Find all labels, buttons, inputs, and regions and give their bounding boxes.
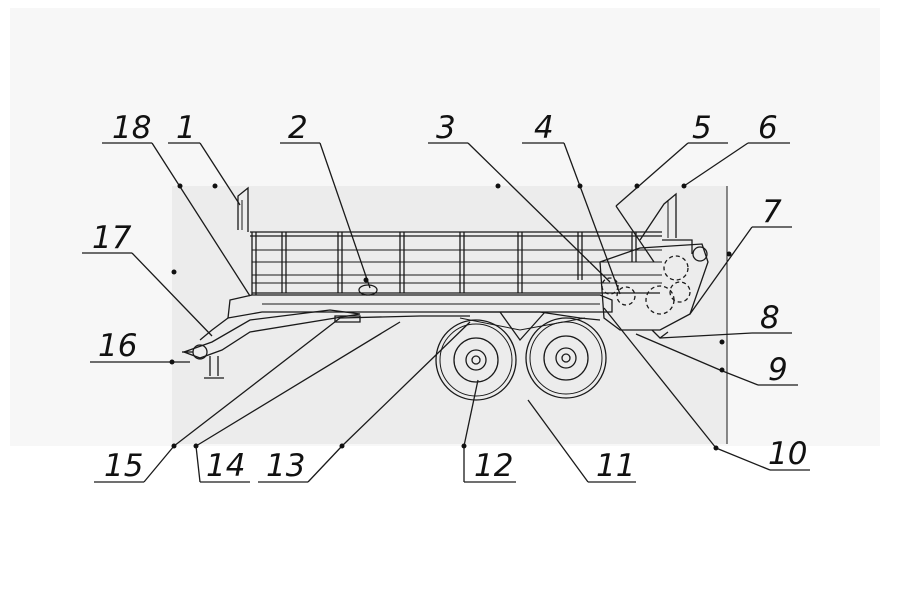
callout-18: 18 <box>112 110 151 146</box>
callout-8: 8 <box>760 300 780 336</box>
callout-15: 15 <box>104 448 143 484</box>
callout-4: 4 <box>534 110 554 146</box>
rear-frame <box>639 192 677 241</box>
hydraulic-tank <box>358 284 378 296</box>
callout-5: 5 <box>692 110 712 146</box>
callout-11: 11 <box>596 448 635 484</box>
callout-12: 12 <box>474 448 513 484</box>
drawbar <box>182 309 361 359</box>
callout-2: 2 <box>288 110 308 146</box>
side-posts <box>251 232 637 295</box>
callout-6: 6 <box>758 110 778 146</box>
support-jack <box>204 356 224 379</box>
front-board <box>237 186 249 232</box>
wheel-front <box>435 319 517 401</box>
callout-13: 13 <box>266 448 305 484</box>
callout-16: 16 <box>98 328 137 364</box>
wheel-rear <box>525 317 607 399</box>
trailer-body <box>182 186 709 379</box>
leader-lines <box>82 142 810 483</box>
callout-9: 9 <box>768 352 788 388</box>
drawing-panel <box>172 186 727 444</box>
callout-1: 1 <box>176 110 196 146</box>
callout-10: 10 <box>768 436 807 472</box>
callout-labels: 18 1 2 3 4 5 6 7 8 9 10 11 12 13 14 15 1… <box>92 110 807 484</box>
callout-17: 17 <box>92 220 132 256</box>
callout-14: 14 <box>206 448 245 484</box>
suspension <box>470 311 601 321</box>
callout-7: 7 <box>762 194 782 230</box>
callout-3: 3 <box>436 110 456 146</box>
